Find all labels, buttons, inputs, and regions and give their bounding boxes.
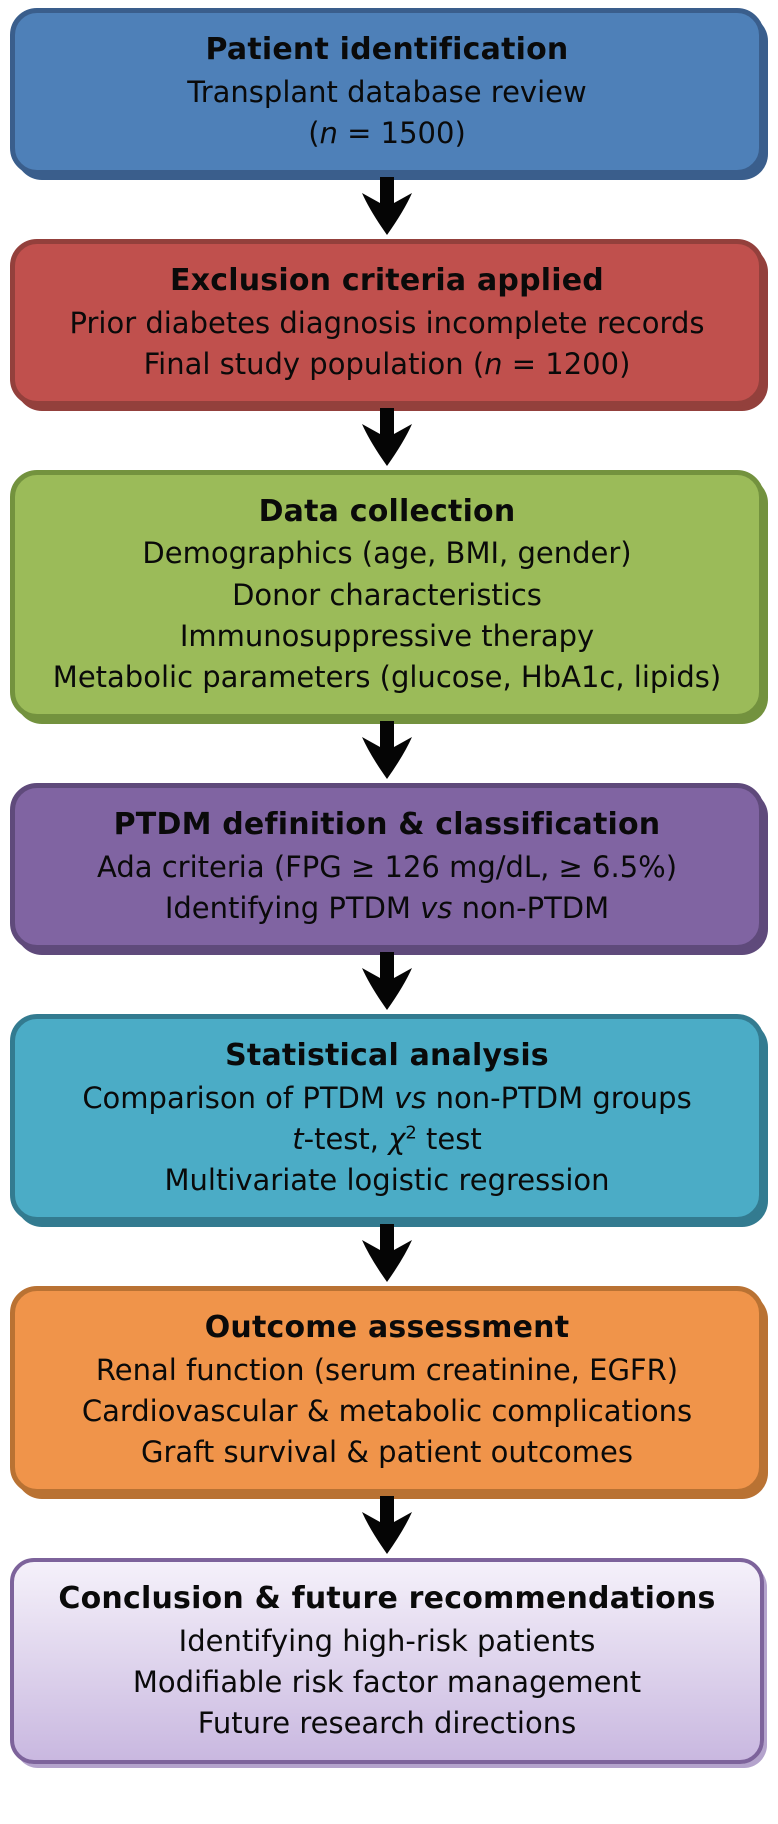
box-line: Cardiovascular & metabolic complications: [29, 1391, 745, 1432]
box-line: Demographics (age, BMI, gender): [29, 533, 745, 574]
down-arrow-glyph: [362, 952, 412, 1011]
box-title: Exclusion criteria applied: [170, 262, 604, 298]
text-segment: (: [308, 115, 320, 150]
text-segment: 2: [405, 1122, 417, 1144]
text-segment: Cardiovascular & metabolic complications: [81, 1393, 693, 1428]
box-line: Donor characteristics: [29, 575, 745, 616]
text-segment: Ada criteria (FPG ≥ 126 mg/dL, ≥ 6.5%): [96, 849, 678, 884]
text-segment: Renal function (serum creatinine, EGFR): [95, 1352, 679, 1387]
down-arrow-icon: [10, 950, 764, 1014]
box-title: Conclusion & future recommendations: [58, 1581, 716, 1617]
down-arrow-icon: [10, 406, 764, 470]
text-segment: t: [292, 1121, 304, 1156]
text-segment: vs: [394, 1080, 427, 1115]
text-segment: Graft survival & patient outcomes: [141, 1435, 633, 1470]
text-segment: Prior diabetes diagnosis incomplete reco…: [69, 305, 705, 340]
down-arrow-icon: [10, 175, 764, 239]
text-segment: Transplant database review: [187, 74, 587, 109]
text-segment: Multivariate logistic regression: [164, 1163, 610, 1198]
down-arrow-icon: [10, 1222, 764, 1286]
text-segment: Metabolic parameters (glucose, HbA1c, li…: [52, 659, 722, 694]
box-line: Immunosuppressive therapy: [29, 616, 745, 657]
box-line: Modifiable risk factor management: [28, 1662, 746, 1703]
box-line: Multivariate logistic regression: [29, 1160, 745, 1201]
text-segment: vs: [420, 890, 453, 925]
box-line: Final study population (n = 1200): [29, 344, 745, 385]
box-title: Statistical analysis: [225, 1038, 549, 1074]
text-segment: -test,: [303, 1121, 389, 1156]
box-line: Prior diabetes diagnosis incomplete reco…: [29, 303, 745, 344]
box-line: Ada criteria (FPG ≥ 126 mg/dL, ≥ 6.5%): [29, 847, 745, 888]
box-line: Identifying high-risk patients: [28, 1621, 746, 1662]
box-line: Graft survival & patient outcomes: [29, 1432, 745, 1473]
text-segment: Future research directions: [197, 1706, 577, 1741]
box-line: Future research directions: [28, 1703, 746, 1744]
box-title: Patient identification: [205, 32, 569, 67]
text-segment: n: [484, 346, 503, 381]
text-segment: Final study population (: [143, 346, 485, 381]
box-line: Identifying PTDM vs non-PTDM: [29, 888, 745, 929]
text-segment: Identifying high-risk patients: [178, 1623, 596, 1658]
down-arrow-glyph: [362, 1224, 412, 1283]
text-segment: Modifiable risk factor management: [132, 1665, 642, 1700]
text-segment: Immunosuppressive therapy: [179, 618, 595, 653]
text-segment: Comparison of PTDM: [82, 1080, 395, 1115]
box-line: t-test, χ2 test: [29, 1119, 745, 1160]
text-segment: Demographics (age, BMI, gender): [142, 536, 632, 571]
box-line: Metabolic parameters (glucose, HbA1c, li…: [29, 657, 745, 698]
down-arrow-glyph: [362, 721, 412, 780]
text-segment: = 1500): [337, 115, 466, 150]
text-segment: = 1200): [502, 346, 631, 381]
box-title: Outcome assessment: [204, 1310, 570, 1346]
down-arrow-icon: [10, 1494, 764, 1558]
down-arrow-glyph: [362, 1496, 412, 1555]
box-line: (n = 1500): [29, 113, 745, 154]
text-segment: Identifying PTDM: [164, 890, 421, 925]
text-segment: non-PTDM groups: [426, 1080, 692, 1115]
box-line: Comparison of PTDM vs non-PTDM groups: [29, 1078, 745, 1119]
text-segment: n: [319, 115, 338, 150]
text-segment: non-PTDM: [452, 890, 610, 925]
text-segment: χ: [388, 1121, 406, 1156]
down-arrow-glyph: [362, 407, 412, 466]
box-line: Renal function (serum creatinine, EGFR): [29, 1350, 745, 1391]
box-title: Data collection: [258, 493, 516, 529]
text-segment: test: [416, 1121, 482, 1156]
box-title: PTDM definition & classification: [113, 807, 661, 843]
down-arrow-icon: [10, 719, 764, 783]
down-arrow-glyph: [362, 176, 412, 235]
box-line: Transplant database review: [29, 72, 745, 113]
text-segment: Donor characteristics: [232, 577, 542, 612]
